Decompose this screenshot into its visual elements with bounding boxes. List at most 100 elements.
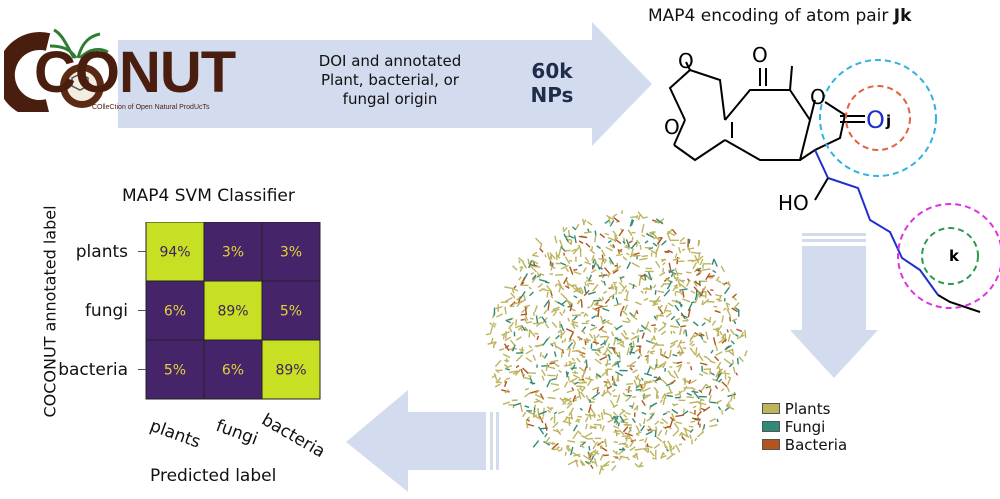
tmap-branch xyxy=(653,301,657,305)
tmap-branch xyxy=(593,458,598,467)
down-arrow xyxy=(790,233,878,378)
tmap-branch xyxy=(620,421,629,424)
tmap-branch xyxy=(662,351,667,358)
tmap-branch xyxy=(525,421,529,429)
tmap-branch xyxy=(543,309,548,315)
tmap-branch xyxy=(662,321,667,325)
atom-label-j: j xyxy=(885,112,891,130)
tmap-branch xyxy=(697,431,704,438)
tmap-branch xyxy=(668,385,672,393)
tmap-branch xyxy=(590,324,596,327)
tmap-branch xyxy=(561,398,569,406)
tmap-branch xyxy=(649,350,656,353)
tmap-branch xyxy=(550,262,555,271)
tmap-branch xyxy=(600,315,604,325)
tmap-branch xyxy=(731,348,734,355)
tmap-branch xyxy=(551,321,558,329)
tmap-branch xyxy=(726,308,732,317)
tmap-branch xyxy=(622,392,628,397)
tmap-branch xyxy=(523,304,531,308)
tmap-branch xyxy=(739,331,744,338)
tmap-branch xyxy=(630,219,635,226)
tmap-branch xyxy=(572,349,579,352)
tmap-branch xyxy=(557,283,565,291)
tmap-branch xyxy=(614,238,622,245)
tmap-branch xyxy=(529,317,534,320)
tmap-branch xyxy=(612,415,619,424)
tmap-branch xyxy=(543,440,551,446)
tmap-branch xyxy=(530,272,535,276)
tmap-branch xyxy=(573,270,582,275)
tmap-branch xyxy=(736,358,739,365)
tmap-branch xyxy=(615,286,618,295)
tmap-branch xyxy=(525,349,534,355)
tmap-branch xyxy=(671,243,675,247)
tmap-branch xyxy=(655,218,664,225)
tmap-branch xyxy=(626,347,630,356)
tmap-branch xyxy=(687,308,691,318)
tmap-branch xyxy=(694,295,698,301)
tmap-branch xyxy=(546,252,551,261)
tmap-branch xyxy=(635,425,641,433)
tmap-branch xyxy=(541,369,546,377)
tmap-branch xyxy=(700,383,707,392)
tmap-branch xyxy=(723,358,732,365)
tmap-branch xyxy=(515,324,522,329)
tmap-branch xyxy=(645,357,648,361)
tmap-branch xyxy=(602,290,608,294)
tmap-branch xyxy=(640,290,644,294)
tmap-branch xyxy=(709,417,716,423)
tmap-branch xyxy=(643,418,646,425)
tmap-branch xyxy=(652,379,658,384)
tmap-branch xyxy=(725,302,730,311)
map4-title: MAP4 encoding of atom pair Jk xyxy=(648,6,911,26)
tmap-branch xyxy=(575,223,580,230)
legend-swatch-fungi xyxy=(762,421,780,432)
tmap-branch xyxy=(601,425,605,432)
tmap-branch xyxy=(655,436,663,442)
tmap-branch xyxy=(729,393,734,402)
tmap-branch xyxy=(672,330,676,334)
tmap-branch xyxy=(524,391,532,398)
tmap-branch xyxy=(673,284,678,288)
tmap-branch xyxy=(528,375,532,377)
tmap-branch xyxy=(629,252,636,258)
tmap-branch xyxy=(628,282,637,288)
tmap-branch xyxy=(495,369,500,374)
tmap-branch xyxy=(611,461,615,464)
tmap-branch xyxy=(630,314,638,321)
tmap-branch xyxy=(695,269,702,272)
tmap-branch xyxy=(524,387,530,391)
tmap-branch xyxy=(639,383,643,389)
tmap-branch xyxy=(675,317,681,322)
tmap-branch xyxy=(679,290,683,296)
tmap-branch xyxy=(678,351,683,357)
tmap-branch xyxy=(683,428,689,437)
tmap-branch xyxy=(692,405,697,409)
tmap-branch xyxy=(593,450,599,456)
tmap-branch xyxy=(607,240,612,244)
tmap-branch xyxy=(662,426,667,430)
tmap-branch xyxy=(605,359,609,367)
tmap-branch xyxy=(705,356,712,362)
tmap-branch xyxy=(492,322,497,326)
tmap-branch xyxy=(603,330,608,334)
tmap-branch xyxy=(686,392,692,396)
tmap-branch xyxy=(613,283,617,291)
tmap-branch xyxy=(613,217,620,223)
tmap-branch xyxy=(619,415,625,423)
tmap-branch xyxy=(690,366,693,371)
tmap-branch xyxy=(605,214,614,221)
tmap-branch xyxy=(574,459,579,468)
tmap-branch xyxy=(515,354,523,362)
tmap-branch xyxy=(604,232,610,236)
tmap-branch xyxy=(577,430,582,435)
tmap-branch xyxy=(580,461,584,467)
tmap-branch xyxy=(676,272,683,275)
tmap-branch xyxy=(512,301,520,305)
tmap-branch xyxy=(586,306,591,309)
tmap-branch xyxy=(614,336,622,342)
tmap-branch xyxy=(590,269,597,274)
tmap-branch xyxy=(582,218,585,226)
tmap-branch xyxy=(659,421,664,425)
